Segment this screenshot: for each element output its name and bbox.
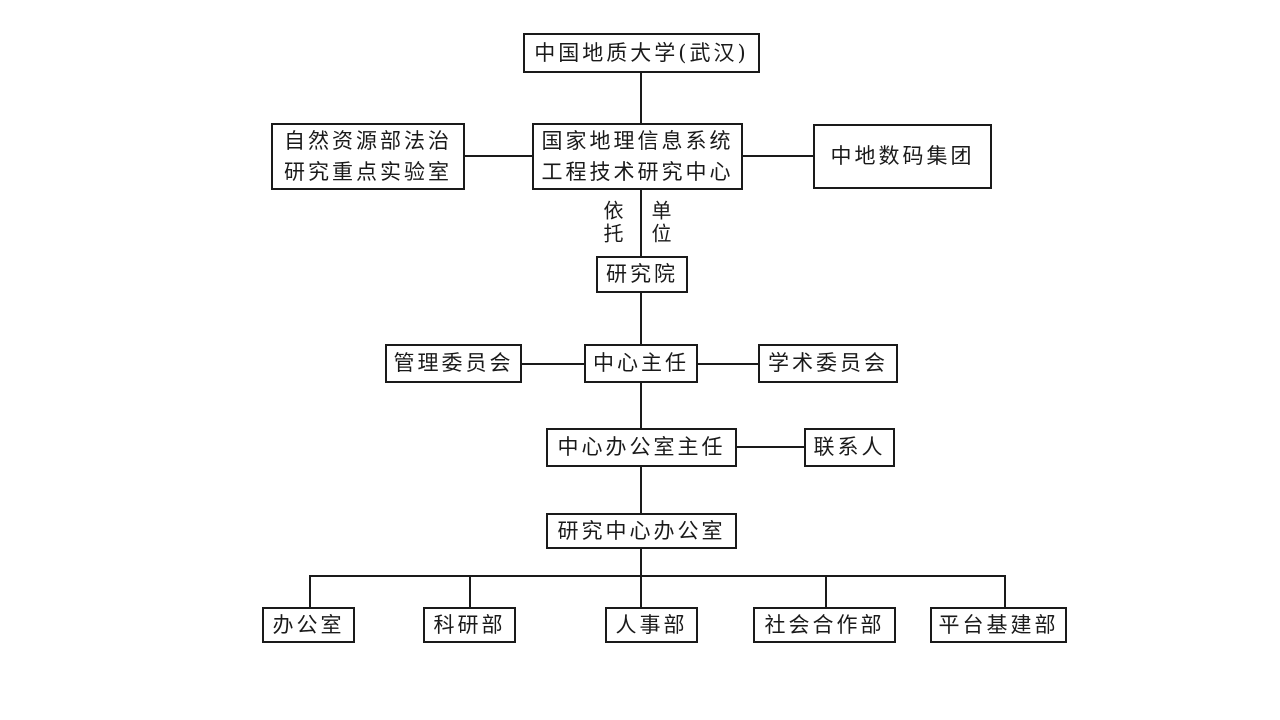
node-lab-line2: 研究重点实验室 (284, 159, 452, 184)
node-center: 国家地理信息系统 工程技术研究中心 (532, 123, 743, 190)
node-center-line1: 国家地理信息系统 (541, 128, 734, 153)
connector-center-group (743, 155, 813, 157)
connector-lab-center (465, 155, 532, 157)
connector-director-academic (698, 363, 758, 365)
node-research-office: 研究中心办公室 (546, 513, 737, 549)
edge-label-danwei: 单位 (648, 200, 672, 246)
node-contact-label: 联系人 (813, 435, 886, 459)
node-university: 中国地质大学(武汉) (523, 33, 760, 73)
connector-university-center (640, 73, 642, 123)
connector-drop-dept-platform (1004, 575, 1006, 607)
node-university-label: 中国地质大学(武汉) (534, 40, 749, 65)
node-institute-label: 研究院 (606, 262, 678, 286)
edge-label-yituo: 依托 (600, 200, 624, 246)
node-office-director-label: 中心办公室主任 (557, 435, 726, 459)
node-research-office-label: 研究中心办公室 (557, 518, 726, 543)
node-dept-platform-infrastructure-label: 平台基建部 (938, 612, 1059, 637)
node-group-label: 中地数码集团 (830, 144, 975, 168)
node-group: 中地数码集团 (813, 124, 992, 189)
node-academic-committee: 学术委员会 (758, 344, 898, 383)
node-lab: 自然资源部法治 研究重点实验室 (271, 123, 465, 190)
connector-management-director (522, 363, 584, 365)
node-office-director: 中心办公室主任 (546, 428, 737, 467)
node-center-director-label: 中心主任 (593, 351, 689, 375)
node-dept-research-label: 科研部 (433, 612, 506, 637)
node-management-committee: 管理委员会 (385, 344, 522, 383)
node-dept-social-cooperation: 社会合作部 (753, 607, 896, 643)
node-lab-line1: 自然资源部法治 (284, 128, 452, 153)
node-center-director: 中心主任 (584, 344, 698, 383)
node-dept-research: 科研部 (423, 607, 516, 643)
node-dept-hr: 人事部 (605, 607, 698, 643)
connector-center-institute (640, 190, 642, 256)
connector-departments-rail (309, 575, 1006, 577)
connector-director-office-director (640, 383, 642, 428)
node-dept-office-label: 办公室 (272, 612, 345, 637)
connector-office-director-contact (737, 446, 804, 448)
connector-office-director-research-office (640, 467, 642, 513)
connector-drop-dept-research (469, 575, 471, 607)
connector-drop-dept-social-cooperation (825, 575, 827, 607)
node-institute: 研究院 (596, 256, 688, 293)
node-center-line2: 工程技术研究中心 (541, 159, 734, 184)
node-academic-committee-label: 学术委员会 (768, 351, 888, 375)
connector-research-office-departments (640, 549, 642, 607)
node-dept-social-cooperation-label: 社会合作部 (764, 612, 885, 637)
node-dept-platform-infrastructure: 平台基建部 (930, 607, 1067, 643)
node-management-committee-label: 管理委员会 (393, 351, 514, 375)
connector-drop-dept-office (309, 575, 311, 607)
node-dept-hr-label: 人事部 (615, 612, 688, 637)
node-dept-office: 办公室 (262, 607, 355, 643)
node-contact: 联系人 (804, 428, 895, 467)
connector-institute-director (640, 293, 642, 344)
